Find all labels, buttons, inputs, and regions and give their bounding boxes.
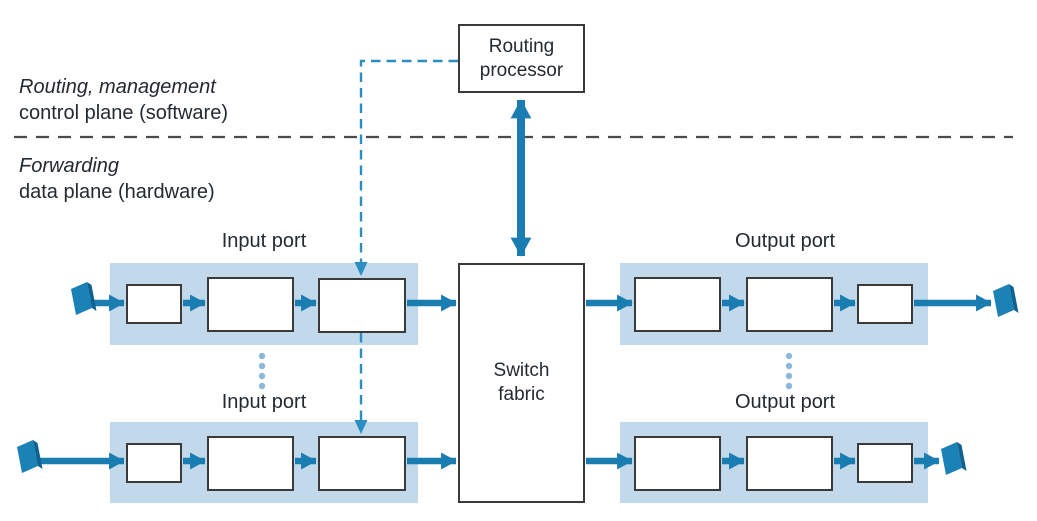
input-bottom-module-box-1: [126, 443, 182, 483]
data-plane-title: Forwarding: [19, 155, 120, 177]
output-port-top-label: Output port: [734, 230, 836, 252]
routing-processor-label-line1: Routing: [488, 35, 555, 57]
control-plane-subtitle: control plane (software): [19, 102, 228, 124]
input-port-top-label: Input port: [221, 230, 307, 252]
switch-fabric-label-line1: Switch: [493, 360, 550, 381]
input-top-module-box-3: [318, 278, 406, 333]
data-plane-label: Forwarding data plane (hardware): [19, 153, 215, 205]
physical-link-icon: [993, 284, 1019, 317]
switch-fabric-box: Switch fabric: [458, 263, 585, 503]
physical-link-icon: [941, 442, 967, 475]
dashed-path-top: [359, 59, 458, 263]
output-port-bottom-label: Output port: [734, 391, 836, 413]
output-bottom-module-box-2: [746, 436, 833, 491]
physical-link-icon: [17, 440, 43, 473]
input-bottom-module-box-3: [318, 436, 406, 491]
output-top-module-box-1: [634, 277, 721, 332]
output-top-module-box-3: [857, 284, 913, 324]
data-plane-subtitle: data plane (hardware): [19, 181, 215, 203]
physical-link-icon: [71, 282, 97, 315]
output-bottom-module-box-3: [857, 443, 913, 483]
input-top-module-box-1: [126, 284, 182, 324]
control-plane-label: Routing, management control plane (softw…: [19, 74, 228, 126]
output-top-module-box-2: [746, 277, 833, 332]
control-plane-title: Routing, management: [19, 76, 216, 98]
routing-processor-label-line2: processor: [479, 59, 564, 81]
routing-processor-box: Routing processor: [458, 24, 585, 93]
input-port-bottom-label: Input port: [221, 391, 307, 413]
input-top-module-box-2: [207, 277, 294, 332]
switch-fabric-label-line2: fabric: [498, 384, 545, 405]
output-bottom-module-box-1: [634, 436, 721, 491]
control-plane-dashed-path: [359, 59, 458, 420]
input-bottom-module-box-2: [207, 436, 294, 491]
